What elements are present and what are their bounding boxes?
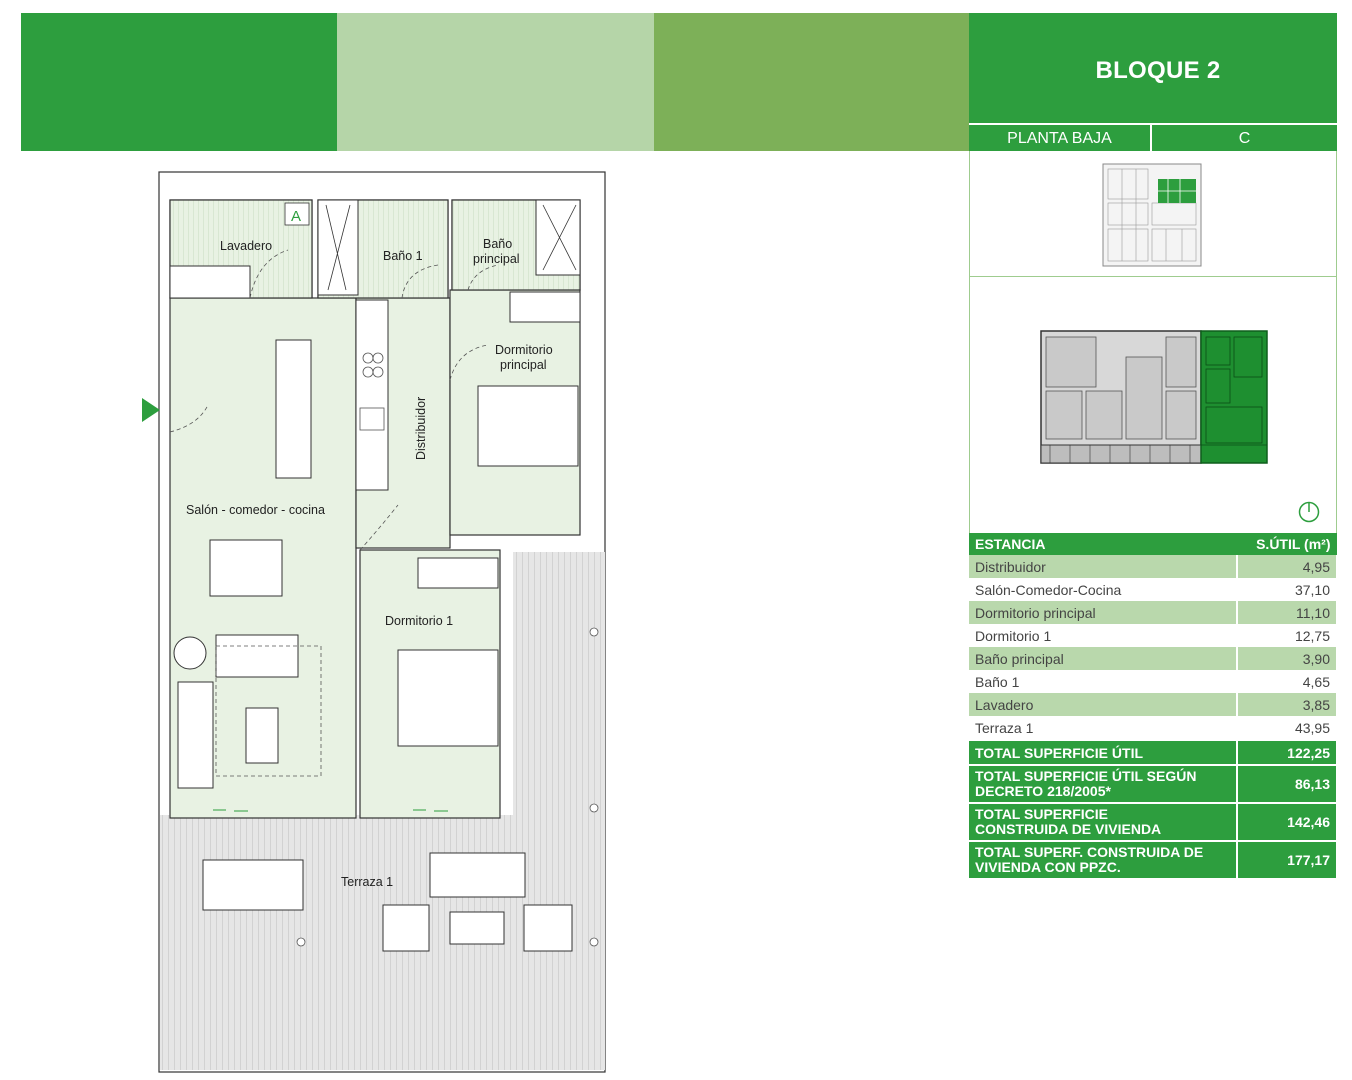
total-label: TOTAL SUPERFICIE ÚTIL <box>969 739 1238 765</box>
site-location-mini-map <box>1102 163 1202 267</box>
label-distribuidor: Distribuidor <box>414 397 428 460</box>
header-area: S.ÚTIL (m²) <box>1237 533 1337 555</box>
north-compass-icon <box>1298 501 1320 523</box>
table-header-row: ESTANCIA S.ÚTIL (m²) <box>969 533 1337 555</box>
unit-tag: A <box>291 208 301 225</box>
floor-plan: Lavadero Baño 1 Baño principal Dormitori… <box>142 171 606 1073</box>
total-area: 122,25 <box>1236 739 1337 765</box>
entrance-arrow-icon <box>142 398 160 422</box>
row-area: 12,75 <box>1236 624 1337 647</box>
label-salon: Salón - comedor - cocina <box>186 503 325 517</box>
row-room: Terraza 1 <box>969 716 1238 740</box>
header-room: ESTANCIA <box>969 533 1237 555</box>
row-area: 43,95 <box>1236 716 1337 740</box>
total-row: TOTAL SUPERFICIE ÚTIL 122,25 <box>969 739 1337 765</box>
row-area: 11,10 <box>1236 601 1337 624</box>
total-label-line1: TOTAL SUPERF. CONSTRUIDA DE <box>975 844 1204 860</box>
row-room: Baño principal <box>969 647 1238 670</box>
info-panel-header: BLOQUE 2 PLANTA BAJA C <box>969 13 1337 151</box>
total-label-line2: CONSTRUIDA DE VIVIENDA <box>975 821 1162 837</box>
label-bano-principal-2: principal <box>473 252 520 266</box>
row-room: Distribuidor <box>969 555 1238 578</box>
total-area: 86,13 <box>1236 764 1337 803</box>
side-terrace-area <box>513 552 605 817</box>
total-area: 177,17 <box>1236 840 1337 878</box>
info-panel-body <box>969 151 1337 533</box>
label-dormitorio-principal-2: principal <box>500 358 547 372</box>
building-key-plan <box>1040 330 1268 464</box>
unit-letter: C <box>1152 123 1337 151</box>
block-title: BLOQUE 2 <box>1095 57 1221 84</box>
label-lavadero: Lavadero <box>220 239 272 253</box>
total-area: 142,46 <box>1236 802 1337 841</box>
row-room: Dormitorio 1 <box>969 624 1238 647</box>
total-label-line2: VIVIENDA CON PPZC. <box>975 859 1121 875</box>
label-terraza: Terraza 1 <box>341 875 393 889</box>
total-label-line1: TOTAL SUPERFICIE <box>975 806 1109 822</box>
label-dormitorio-principal-1: Dormitorio <box>495 343 553 357</box>
row-area: 4,95 <box>1236 555 1337 578</box>
row-area: 4,65 <box>1236 670 1337 693</box>
row-area: 3,90 <box>1236 647 1337 670</box>
header-band-dark <box>21 13 337 151</box>
header-band-mid <box>654 13 969 151</box>
total-label-line1: TOTAL SUPERFICIE ÚTIL SEGÚN <box>975 768 1197 784</box>
row-area: 37,10 <box>1236 578 1337 601</box>
header-band-light <box>337 13 654 151</box>
total-label-line1: TOTAL SUPERFICIE ÚTIL <box>975 744 1144 761</box>
row-room: Salón-Comedor-Cocina <box>969 578 1238 601</box>
label-bano1: Baño 1 <box>383 249 423 263</box>
row-room: Lavadero <box>969 693 1238 716</box>
row-area: 3,85 <box>1236 693 1337 716</box>
label-dormitorio1: Dormitorio 1 <box>385 614 453 628</box>
label-bano-principal-1: Baño <box>483 237 512 251</box>
floor-label: PLANTA BAJA <box>969 123 1152 151</box>
row-room: Baño 1 <box>969 670 1238 693</box>
total-label-line2: DECRETO 218/2005* <box>975 783 1111 799</box>
panel-divider <box>970 276 1336 277</box>
row-room: Dormitorio principal <box>969 601 1238 624</box>
